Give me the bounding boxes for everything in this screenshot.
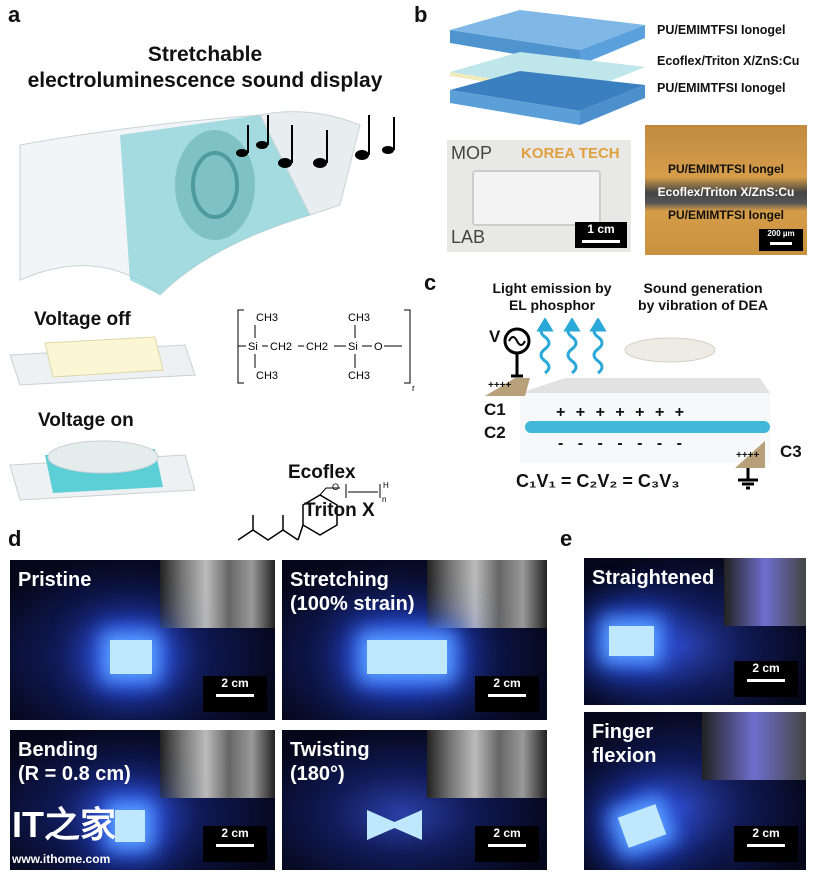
scale-bar: 2 cm	[475, 826, 539, 862]
repeat-n-label: n	[382, 495, 386, 504]
scale-label: 2 cm	[752, 826, 780, 840]
photo-title: Bending (R = 0.8 cm)	[18, 739, 131, 785]
ch3-label: CH3	[348, 312, 370, 324]
c2-label: C2	[484, 423, 506, 442]
scale-label: 2 cm	[493, 676, 521, 690]
voltage-on-device	[9, 440, 196, 501]
logo-korea-tech: KOREA TECH	[521, 145, 620, 162]
voltage-label: V	[489, 327, 501, 346]
device-photo: MOP KOREA TECH LAB 1 cm	[447, 140, 631, 252]
scale-bar: 2 cm	[734, 826, 798, 862]
electrode-plus: ++++	[488, 380, 512, 391]
phosphor-particles	[525, 421, 770, 433]
light-wave-icons	[536, 318, 607, 375]
ch3-label: CH3	[256, 312, 278, 324]
photo-title: Pristine	[18, 569, 92, 591]
ground-icon	[738, 468, 758, 490]
panel-label-d: d	[8, 526, 22, 551]
panel-label-b: b	[414, 2, 428, 27]
scale-label: 2 cm	[221, 676, 249, 690]
positive-charges: + + + + + + +	[556, 404, 688, 421]
ch3-label: CH3	[256, 370, 278, 382]
mechanism-diagram	[485, 318, 770, 490]
scale-label: 2 cm	[752, 661, 780, 675]
repeat-n-label: n	[412, 383, 415, 393]
logo-lab: LAB	[451, 227, 486, 247]
panel-label-e: e	[560, 526, 573, 551]
triton-x-structure: O H n	[237, 481, 389, 541]
scale-bar: 2 cm	[203, 676, 267, 712]
scale-bar-200um: 200 µm	[759, 229, 803, 251]
scale-label: 2 cm	[493, 826, 521, 840]
si-label: Si	[248, 341, 258, 353]
sound-generation-caption: Sound generation by vibration of DEA	[638, 280, 768, 313]
layer-label-middle: Ecoflex/Triton X/ZnS:Cu	[657, 54, 800, 68]
music-notes-icon	[236, 115, 395, 168]
photo-title: Stretching (100% strain)	[290, 569, 415, 615]
layer-label-bottom: PU/EMIMTFSI Ionogel	[657, 81, 786, 95]
cross-section-micrograph: PU/EMIMTFSI Iongel Ecoflex/Triton X/ZnS:…	[645, 125, 807, 255]
panel-label-c: c	[424, 270, 437, 295]
triton-x-label: Triton X	[304, 500, 375, 521]
photo-bending: Bending (R = 0.8 cm) 2 cm	[10, 730, 275, 870]
photo-title: Straightened	[592, 567, 715, 589]
photo-twisting: Twisting (180°) 2 cm	[282, 730, 547, 870]
hydrogen-label: H	[383, 481, 389, 490]
ecoflex-label: Ecoflex	[288, 462, 356, 483]
c3-label: C3	[780, 442, 802, 461]
si-label: Si	[348, 341, 358, 353]
negative-charges: - - - - - - -	[558, 435, 687, 452]
scale-bar-1cm: 1 cm	[575, 222, 627, 248]
voltage-off-label: Voltage off	[34, 309, 131, 330]
scale-bar: 2 cm	[734, 661, 798, 697]
ch2-label: CH2	[270, 341, 292, 353]
scale-label: 1 cm	[587, 222, 615, 236]
ac-source-icon	[503, 327, 531, 378]
layer-stack-illustration	[450, 10, 645, 125]
photo-straightened: Straightened 2 cm	[584, 558, 806, 705]
oxygen-label: O	[332, 482, 339, 492]
ecoflex-structure: CH3 CH3 Si CH2 CH2 Si O CH3 CH3 n	[237, 309, 415, 393]
layer-label-top: PU/EMIMTFSI Ionogel	[657, 23, 786, 37]
photo-title: Finger flexion	[592, 721, 657, 767]
title-line-2: electroluminescence sound display	[27, 69, 383, 92]
logo-mop: MOP	[451, 143, 493, 163]
panel-label-a: a	[8, 2, 21, 27]
light-emission-caption: Light emission by EL phosphor	[492, 280, 612, 313]
oxygen-label: O	[374, 341, 383, 353]
capacitance-equation: C₁V₁ = C₂V₂ = C₃V₃	[516, 471, 680, 491]
photo-pristine: Pristine 2 cm	[10, 560, 275, 720]
micro-layer-middle: Ecoflex/Triton X/ZnS:Cu	[657, 185, 795, 199]
ch2-label: CH2	[306, 341, 328, 353]
stretchable-display-illustration	[19, 111, 395, 296]
speaker-icon	[624, 337, 716, 363]
watermark-logo-text: IT之家	[12, 804, 116, 845]
micro-layer-top: PU/EMIMTFSI Iongel	[668, 162, 784, 176]
watermark-logo: IT之家	[12, 800, 122, 850]
ch3-label: CH3	[348, 370, 370, 382]
watermark-url: www.ithome.com	[12, 852, 111, 866]
scale-label: 200 µm	[767, 229, 795, 238]
voltage-on-label: Voltage on	[38, 410, 134, 431]
micro-layer-bottom: PU/EMIMTFSI Iongel	[668, 208, 784, 222]
photo-title: Twisting (180°)	[290, 739, 370, 785]
scale-label: 2 cm	[221, 826, 249, 840]
scale-bar: 2 cm	[475, 676, 539, 712]
voltage-off-device	[9, 336, 196, 386]
panel-a-title: Stretchable electroluminescence sound di…	[0, 42, 410, 94]
scale-bar: 2 cm	[203, 826, 267, 862]
ground-electrode-plus: ++++	[736, 450, 760, 461]
photo-finger-flexion: Finger flexion 2 cm	[584, 712, 806, 870]
c1-label: C1	[484, 400, 506, 419]
title-line-1: Stretchable	[147, 43, 263, 66]
photo-stretching: Stretching (100% strain) 2 cm	[282, 560, 547, 720]
transparent-device	[472, 170, 601, 226]
